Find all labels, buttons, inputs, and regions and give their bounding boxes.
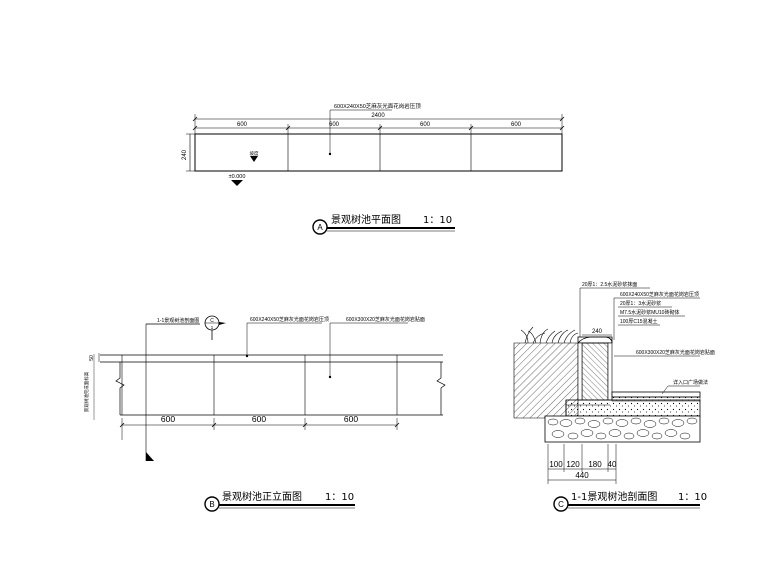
elev-seg-dim-2: 600 [252,414,266,424]
elev-note-face: 600X300X20芝麻灰光面花岗岩贴面 [346,316,425,323]
section-layer-3: 20厚1：3水泥砂浆 [620,300,661,307]
slope-arrow-icon [250,156,258,162]
elevation-view: 1-1景观树池剖面图 C 1 600X240X50芝麻灰光面花岗岩压顶 600X… [83,315,446,512]
plan-level: ±0.000 [229,174,246,180]
elev-scale: 1：10 [325,492,354,503]
section-bottom-dim-4: 40 [608,460,617,469]
elev-cut-mark: C [210,318,214,324]
section-paving-note: 详入口广场做法 [673,379,708,386]
elev-seg-dim-3: 600 [344,414,358,424]
plan-material-note: 600X240X50芝麻灰光面花岗岩压顶 [334,102,421,110]
elev-seg-dim-1: 600 [161,414,175,424]
plan-seg-dim-1: 600 [237,122,248,128]
elev-cut-sub: 1 [211,325,214,330]
gravel-pattern [547,417,698,440]
section-face-note: 600X300X20芝麻灰光面花岗岩贴面 [636,349,715,356]
plan-title: 景观树池平面图 [331,213,401,226]
elev-title-block: B 景观树池正立面图 1：10 [204,490,355,512]
section-title-block: C 1-1景观树池剖面图 1：10 [553,490,707,512]
section-bottom-dim-1: 100 [549,460,563,469]
section-top-dim: 240 [592,329,603,335]
plan-tree-pool-outline [194,133,563,172]
level-marker-icon [231,180,243,186]
section-bottom-dim-3: 180 [588,460,602,469]
elev-side-dim: 50 [89,355,95,361]
plan-scale: 1：10 [423,215,452,226]
section-title: 1-1景观树池剖面图 [571,490,657,503]
planting-icon [520,326,579,344]
elev-left-note: 景观树池完成面标高 [83,371,90,412]
section-scale: 1：10 [678,492,707,503]
plan-title-block: A 景观树池平面图 1：10 [312,213,455,235]
plan-marker: A [317,223,323,232]
elev-note-top: 600X240X50芝麻灰光面花岗岩压顶 [250,316,329,323]
plan-slope-note: 坡度 [250,150,259,157]
plan-side-dim: 240 [182,149,188,160]
section-layer-4: M7.5水泥砂浆MU10砖砌体 [620,309,679,316]
elev-marker: B [209,500,214,509]
elev-title: 景观树池正立面图 [222,490,302,503]
plan-overall-dim: 2400 [371,113,385,119]
plan-seg-dim-2: 600 [329,122,340,128]
section-layer-notes: 20厚1：2.5水泥砂浆抹面 600X240X50芝麻灰光面花岗岩压顶 20厚1… [579,281,700,340]
section-total-dim: 440 [575,471,589,480]
section-layer-1: 20厚1：2.5水泥砂浆抹面 [582,281,637,288]
section-view: 20厚1：2.5水泥砂浆抹面 600X240X50芝麻灰光面花岗岩压顶 20厚1… [513,281,715,512]
section-bottom-dim-2: 120 [566,460,580,469]
plan-view: 600X240X50芝麻灰光面花岗岩压顶 2400 600 600 600 60… [182,102,565,235]
section-layer-5: 100厚C15混凝土 [620,318,658,325]
plan-seg-dim-3: 600 [420,122,431,128]
elev-section-ref: 1-1景观树池剖面图 [157,317,199,324]
plan-seg-dim-4: 600 [511,122,522,128]
section-marker: C [558,500,564,509]
section-layer-2: 600X240X50芝麻灰光面花岗岩压顶 [620,291,699,298]
